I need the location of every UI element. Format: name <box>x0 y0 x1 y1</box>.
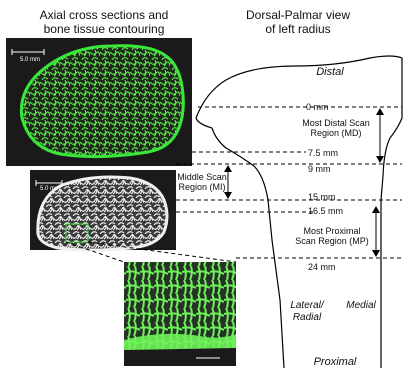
md-line2: Region (MD) <box>294 128 378 138</box>
mp-line2: Scan Region (MP) <box>290 236 374 246</box>
md-line1: Most Distal Scan <box>294 118 378 128</box>
left-header-line2: bone tissue contouring <box>16 22 192 36</box>
dist-15mm: 15 mm <box>308 192 336 202</box>
dist-7-5mm: 7.5 mm <box>308 148 338 158</box>
dist-0mm: 0 mm <box>306 102 329 112</box>
lateral-radial-label: Lateral/ Radial <box>282 300 332 324</box>
mi-line2: Region (MI) <box>176 182 228 192</box>
right-header-line2: of left radius <box>228 22 368 36</box>
dist-24mm: 24 mm <box>308 262 336 272</box>
lateral-line1: Lateral/ <box>282 300 332 312</box>
distal-label: Distal <box>300 66 360 78</box>
middle-scalebar-label: 5.0 mm <box>40 186 60 192</box>
middle-section-panel <box>30 170 176 250</box>
distal-scalebar-label: 5.0 mm <box>20 57 40 63</box>
mp-region-label: Most Proximal Scan Region (MP) <box>290 226 374 246</box>
mp-line1: Most Proximal <box>290 226 374 236</box>
dist-9mm: 9 mm <box>308 164 331 174</box>
mi-line1: Middle Scan <box>176 172 228 182</box>
left-header-line1: Axial cross sections and <box>16 8 192 22</box>
mi-region-label: Middle Scan Region (MI) <box>176 172 228 192</box>
dist-16-5mm: 16.5 mm <box>308 206 343 216</box>
right-header: Dorsal-Palmar view of left radius <box>228 8 368 36</box>
md-region-label: Most Distal Scan Region (MD) <box>294 118 378 138</box>
right-header-line1: Dorsal-Palmar view <box>228 8 368 22</box>
lateral-line2: Radial <box>282 312 332 324</box>
zoomed-section-panel <box>124 262 236 366</box>
left-header: Axial cross sections and bone tissue con… <box>16 8 192 36</box>
proximal-label: Proximal <box>300 356 370 368</box>
medial-label: Medial <box>336 300 386 312</box>
